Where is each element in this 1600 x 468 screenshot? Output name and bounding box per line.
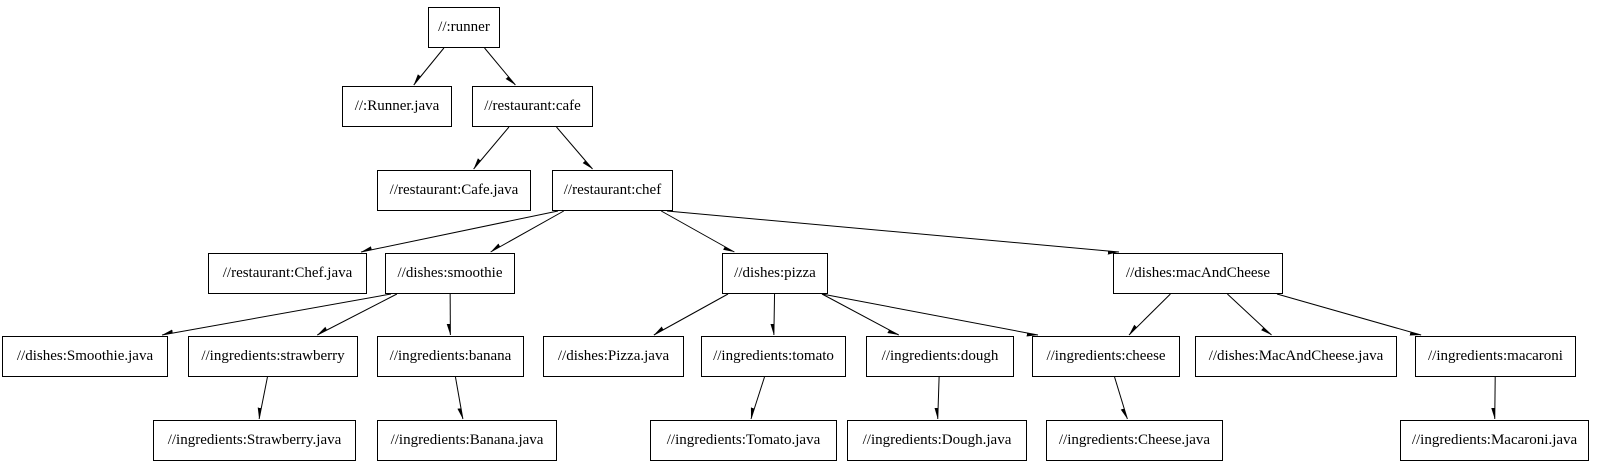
- graph-node-cheese: //ingredients:cheese: [1032, 336, 1180, 377]
- graph-node-cafe: //restaurant:cafe: [472, 86, 593, 127]
- graph-edge-tomato-to-tomato-java: [750, 376, 765, 420]
- graph-edge-chef-to-smoothie: [490, 210, 564, 253]
- graph-edge-mac-and-cheese-to-cheese: [1128, 293, 1171, 336]
- graph-node-macaroni-java: //ingredients:Macaroni.java: [1400, 420, 1589, 461]
- graph-node-cafe-java: //restaurant:Cafe.java: [377, 170, 531, 211]
- graph-node-pizza: //dishes:pizza: [722, 253, 828, 294]
- graph-node-strawberry-java: //ingredients:Strawberry.java: [153, 420, 356, 461]
- graph-node-dough: //ingredients:dough: [866, 336, 1014, 377]
- graph-edge-pizza-to-dough: [821, 293, 899, 336]
- graph-edge-cheese-to-cheese-java: [1114, 376, 1128, 420]
- graph-edge-strawberry-to-strawberry-java: [259, 376, 268, 420]
- graph-node-mac-and-cheese: //dishes:macAndCheese: [1113, 253, 1283, 294]
- graph-node-tomato: //ingredients:tomato: [701, 336, 846, 377]
- graph-node-smoothie: //dishes:smoothie: [385, 253, 515, 294]
- graph-edge-mac-and-cheese-to-macaroni: [1276, 293, 1422, 336]
- graph-node-mac-and-cheese-java: //dishes:MacAndCheese.java: [1195, 336, 1397, 377]
- graph-edge-pizza-to-tomato: [774, 293, 776, 336]
- graph-node-tomato-java: //ingredients:Tomato.java: [650, 420, 837, 461]
- graph-edge-banana-to-banana-java: [454, 376, 464, 420]
- graph-edge-chef-to-mac-and-cheese: [666, 210, 1120, 252]
- graph-node-runner-java: //:Runner.java: [342, 86, 452, 127]
- graph-edge-chef-to-pizza: [661, 210, 735, 253]
- graph-node-chef-java: //restaurant:Chef.java: [208, 253, 367, 294]
- graph-edge-smoothie-to-smoothie-java: [161, 293, 392, 336]
- graph-edge-runner-to-runner-java: [413, 47, 445, 86]
- graph-node-pizza-java: //dishes:Pizza.java: [543, 336, 684, 377]
- graph-edge-pizza-to-pizza-java: [653, 293, 729, 336]
- graph-edge-chef-to-chef-java: [360, 210, 559, 253]
- graph-edge-pizza-to-cheese: [821, 293, 1039, 335]
- graph-node-runner: //:runner: [428, 7, 500, 48]
- graph-edge-smoothie-to-strawberry: [317, 293, 398, 336]
- graph-edge-mac-and-cheese-to-mac-and-cheese-java: [1227, 293, 1272, 336]
- graph-edge-cafe-to-chef: [556, 126, 593, 170]
- graph-edge-dough-to-dough-java: [938, 376, 940, 420]
- graph-edge-runner-to-cafe: [484, 47, 516, 86]
- graph-node-cheese-java: //ingredients:Cheese.java: [1046, 420, 1223, 461]
- graph-node-banana: //ingredients:banana: [377, 336, 524, 377]
- graph-edge-cafe-to-cafe-java: [473, 126, 510, 170]
- graph-node-macaroni: //ingredients:macaroni: [1415, 336, 1576, 377]
- graph-node-smoothie-java: //dishes:Smoothie.java: [2, 336, 168, 377]
- graph-node-banana-java: //ingredients:Banana.java: [377, 420, 557, 461]
- graph-node-chef: //restaurant:chef: [552, 170, 673, 211]
- graph-node-strawberry: //ingredients:strawberry: [188, 336, 358, 377]
- graph-node-dough-java: //ingredients:Dough.java: [847, 420, 1027, 461]
